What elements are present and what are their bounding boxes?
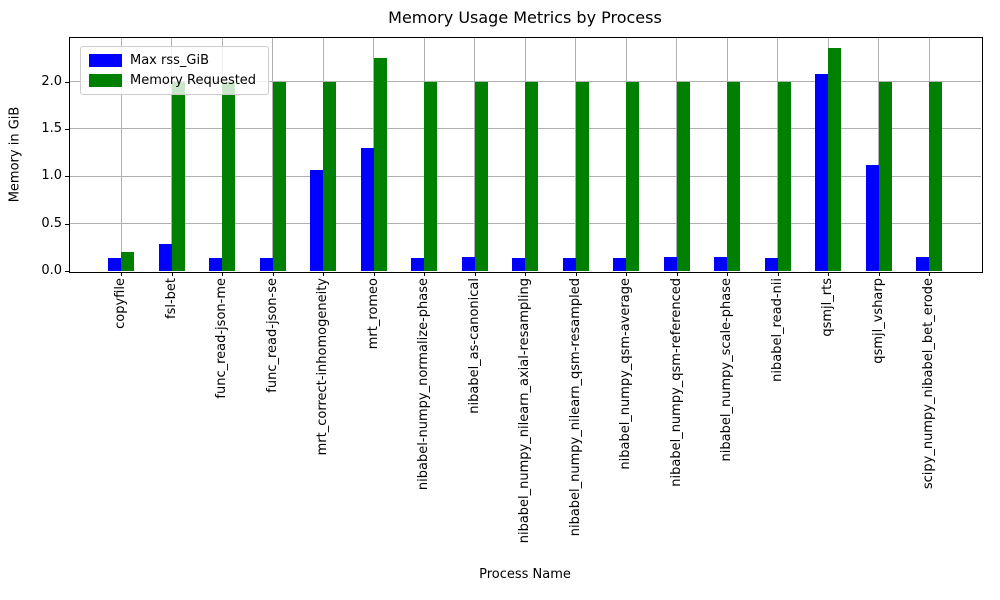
bar-memory-requested	[121, 252, 134, 271]
bar-memory-requested	[777, 81, 791, 271]
y-tick-label: 0.0	[41, 263, 62, 278]
bar-memory-requested	[272, 81, 286, 271]
legend-swatch-max-rss	[89, 54, 122, 67]
bar-memory-requested	[474, 81, 488, 271]
x-tick-label: func_read-json-se	[264, 278, 280, 393]
x-tick-mark	[474, 272, 476, 276]
x-tick-label: mrt_romeo	[365, 278, 381, 350]
bar-memory-requested	[373, 57, 387, 271]
bar-max-rss	[158, 243, 172, 271]
bar-max-rss	[512, 257, 525, 271]
bar-max-rss	[209, 257, 222, 271]
bar-max-rss	[562, 257, 576, 271]
bar-max-rss	[764, 257, 778, 271]
x-tick-mark	[222, 272, 223, 276]
y-tick-label: 2.0	[41, 73, 62, 89]
x-tick-mark	[171, 272, 173, 276]
x-tick-mark	[626, 272, 627, 276]
bar-memory-requested	[323, 81, 336, 271]
legend: Max rss_GiB Memory Requested	[80, 46, 270, 95]
legend-label-max-rss: Max rss_GiB	[130, 53, 210, 68]
bar-max-rss	[663, 256, 677, 271]
y-tick-label: 1.5	[41, 120, 62, 136]
x-tick-mark	[373, 272, 375, 276]
x-tick-mark	[575, 272, 577, 276]
x-tick-mark	[777, 272, 779, 276]
y-tick-mark	[65, 176, 69, 178]
bar-memory-requested	[878, 81, 892, 271]
bar-max-rss	[865, 164, 879, 271]
x-tick-label: mrt_correct-inhomogeneity	[315, 278, 330, 456]
x-tick-label: qsmjl_vsharp	[870, 278, 886, 364]
x-axis-label: Process Name	[479, 567, 571, 582]
bar-max-rss	[714, 256, 727, 271]
x-tick-label: fsl-bet	[163, 278, 179, 319]
x-tick-label: copyfile	[113, 278, 128, 329]
x-tick-label: nibabel_numpy_qsm-average	[618, 278, 633, 470]
x-tick-label: nibabel_read-nii	[769, 278, 785, 382]
x-tick-label: qsmjl_rts	[820, 278, 835, 337]
legend-entry-memory-requested: Memory Requested	[89, 73, 256, 88]
bar-max-rss	[259, 257, 273, 271]
x-tick-label: nibabel_numpy_nilearn_qsm-resampled	[567, 278, 583, 537]
x-tick-mark	[272, 272, 274, 276]
x-tick-mark	[878, 272, 880, 276]
bar-memory-requested	[929, 81, 942, 271]
gridline-vertical	[120, 37, 122, 271]
x-tick-label: func_read-json-me	[214, 278, 229, 399]
bar-memory-requested	[575, 81, 589, 271]
bar-max-rss	[411, 257, 424, 271]
x-tick-mark	[929, 272, 930, 276]
x-tick-label: nibabel_as-canonical	[466, 278, 482, 414]
y-tick-mark	[65, 81, 69, 83]
chart-title: Memory Usage Metrics by Process	[388, 8, 662, 27]
x-tick-label: nibabel_numpy_qsm-referenced	[668, 278, 684, 487]
bar-memory-requested	[676, 81, 690, 271]
y-axis-label: Memory in GiB	[7, 106, 23, 203]
x-tick-mark	[525, 272, 526, 276]
legend-label-memory-requested: Memory Requested	[130, 73, 257, 88]
x-tick-label: nibabel-numpy_normalize-phase	[416, 278, 431, 491]
bar-max-rss	[360, 147, 374, 271]
bar-max-rss	[461, 256, 475, 271]
bar-memory-requested	[828, 48, 841, 271]
x-tick-mark	[424, 272, 425, 276]
x-tick-mark	[828, 272, 829, 276]
legend-swatch-memory-requested	[89, 74, 122, 87]
x-tick-label: nibabel_numpy_nilearn_axial-resampling	[517, 278, 532, 544]
x-tick-mark	[121, 272, 122, 276]
x-tick-label: nibabel_numpy_scale-phase	[719, 278, 734, 462]
x-tick-label: scipy_numpy_nibabel_bet_erode	[921, 278, 936, 490]
bar-max-rss	[815, 73, 828, 271]
bar-memory-requested	[171, 81, 185, 271]
x-tick-mark	[727, 272, 728, 276]
bar-memory-requested	[525, 81, 538, 271]
bar-max-rss	[916, 256, 929, 271]
y-tick-mark	[65, 223, 69, 225]
bar-max-rss	[310, 169, 323, 271]
bar-memory-requested	[222, 81, 235, 271]
y-tick-label: 0.5	[41, 215, 62, 231]
bar-memory-requested	[727, 81, 740, 271]
y-tick-mark	[65, 128, 69, 130]
legend-entry-max-rss: Max rss_GiB	[89, 53, 256, 68]
x-tick-mark	[676, 272, 678, 276]
bar-memory-requested	[424, 81, 437, 271]
bar-max-rss	[108, 257, 121, 271]
y-tick-mark	[65, 271, 69, 272]
x-tick-mark	[323, 272, 324, 276]
bar-max-rss	[613, 257, 626, 271]
bar-memory-requested	[626, 81, 639, 271]
y-tick-label: 1.0	[41, 168, 62, 184]
